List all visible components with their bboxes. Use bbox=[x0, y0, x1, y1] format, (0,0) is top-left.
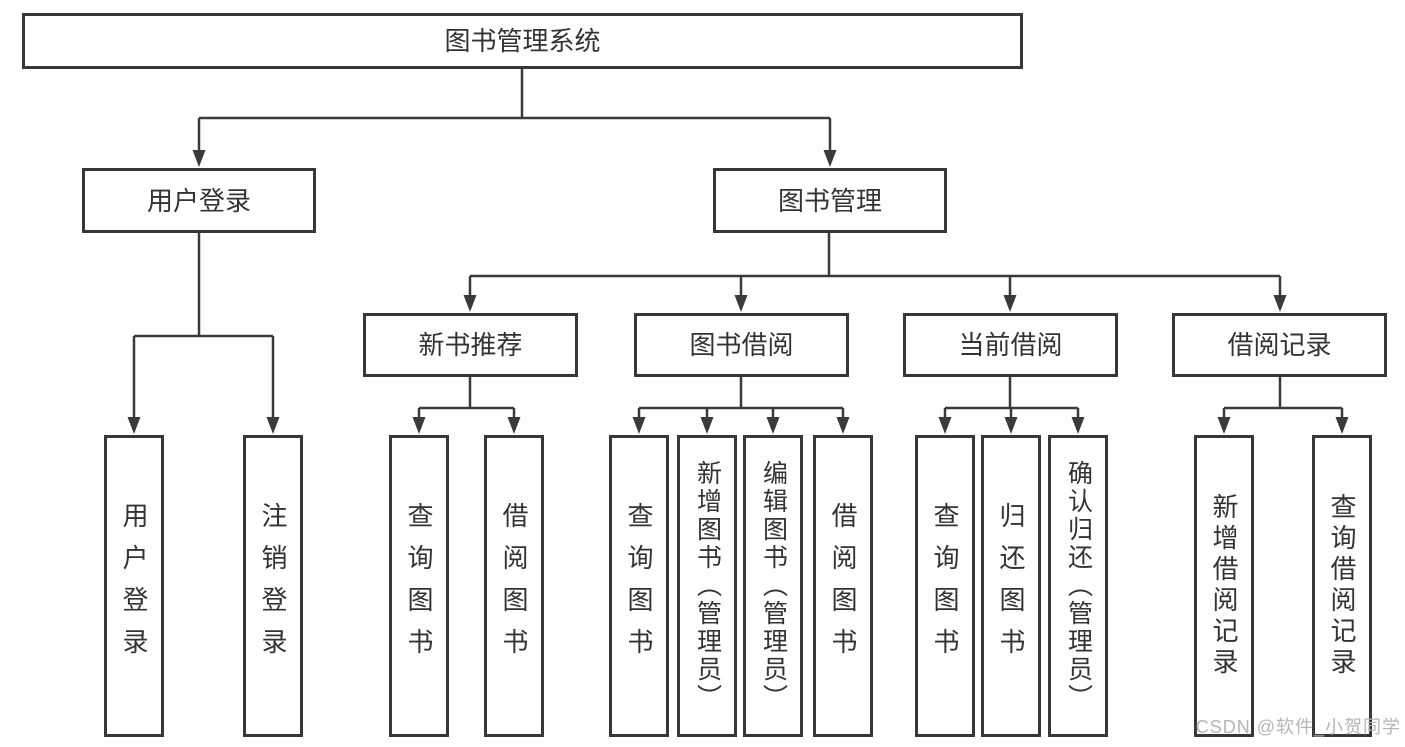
node-root: 图书管理系统 bbox=[22, 13, 1023, 69]
leaf-query-borrow-record-label: 查询借阅记录 bbox=[1327, 493, 1357, 679]
leaf-return-books: 归还图书 bbox=[981, 435, 1041, 737]
leaf-query-books-current: 查询图书 bbox=[915, 435, 975, 737]
leaf-query-books-recommend-label: 查询图书 bbox=[404, 502, 434, 670]
leaf-add-borrow-record: 新增借阅记录 bbox=[1194, 435, 1254, 737]
leaf-confirm-return-admin-label: 确认归还（管理员） bbox=[1064, 460, 1093, 712]
leaf-logout: 注销登录 bbox=[243, 435, 303, 737]
node-book-borrowing-label: 图书借阅 bbox=[689, 330, 794, 360]
watermark-text: CSDN @软件_小贺同学 bbox=[1195, 717, 1401, 737]
leaf-add-books-admin: 新增图书（管理员） bbox=[677, 435, 737, 737]
leaf-add-books-admin-label: 新增图书（管理员） bbox=[693, 460, 722, 712]
node-current-borrowing-label: 当前借阅 bbox=[958, 330, 1063, 360]
leaf-borrow-books-borrowing-label: 借阅图书 bbox=[828, 502, 858, 670]
leaf-borrow-books-recommend: 借阅图书 bbox=[484, 435, 544, 737]
leaf-confirm-return-admin: 确认归还（管理员） bbox=[1048, 435, 1108, 737]
leaf-logout-label: 注销登录 bbox=[258, 502, 288, 670]
leaf-borrow-books-borrowing: 借阅图书 bbox=[813, 435, 873, 737]
leaf-query-borrow-record: 查询借阅记录 bbox=[1312, 435, 1372, 737]
node-root-label: 图书管理系统 bbox=[444, 26, 601, 56]
leaf-return-books-label: 归还图书 bbox=[996, 502, 1026, 670]
leaf-user-login: 用户登录 bbox=[104, 435, 164, 737]
node-current-borrowing: 当前借阅 bbox=[903, 313, 1118, 377]
node-borrowing-records: 借阅记录 bbox=[1172, 313, 1387, 377]
leaf-add-borrow-record-label: 新增借阅记录 bbox=[1209, 493, 1239, 679]
node-user-login: 用户登录 bbox=[82, 168, 316, 233]
node-book-management: 图书管理 bbox=[713, 168, 947, 233]
leaf-edit-books-admin: 编辑图书（管理员） bbox=[743, 435, 803, 737]
node-new-book-recommendation: 新书推荐 bbox=[363, 313, 578, 377]
leaf-edit-books-admin-label: 编辑图书（管理员） bbox=[759, 460, 788, 712]
leaf-user-login-label: 用户登录 bbox=[119, 502, 149, 670]
leaf-query-books-borrowing-label: 查询图书 bbox=[624, 502, 654, 670]
node-book-management-label: 图书管理 bbox=[777, 185, 882, 216]
node-book-borrowing: 图书借阅 bbox=[634, 313, 849, 377]
node-user-login-label: 用户登录 bbox=[146, 185, 251, 216]
leaf-borrow-books-recommend-label: 借阅图书 bbox=[499, 502, 529, 670]
node-borrowing-records-label: 借阅记录 bbox=[1227, 330, 1332, 360]
node-new-book-recommendation-label: 新书推荐 bbox=[418, 330, 523, 360]
leaf-query-books-current-label: 查询图书 bbox=[930, 502, 960, 670]
leaf-query-books-recommend: 查询图书 bbox=[389, 435, 449, 737]
leaf-query-books-borrowing: 查询图书 bbox=[609, 435, 669, 737]
